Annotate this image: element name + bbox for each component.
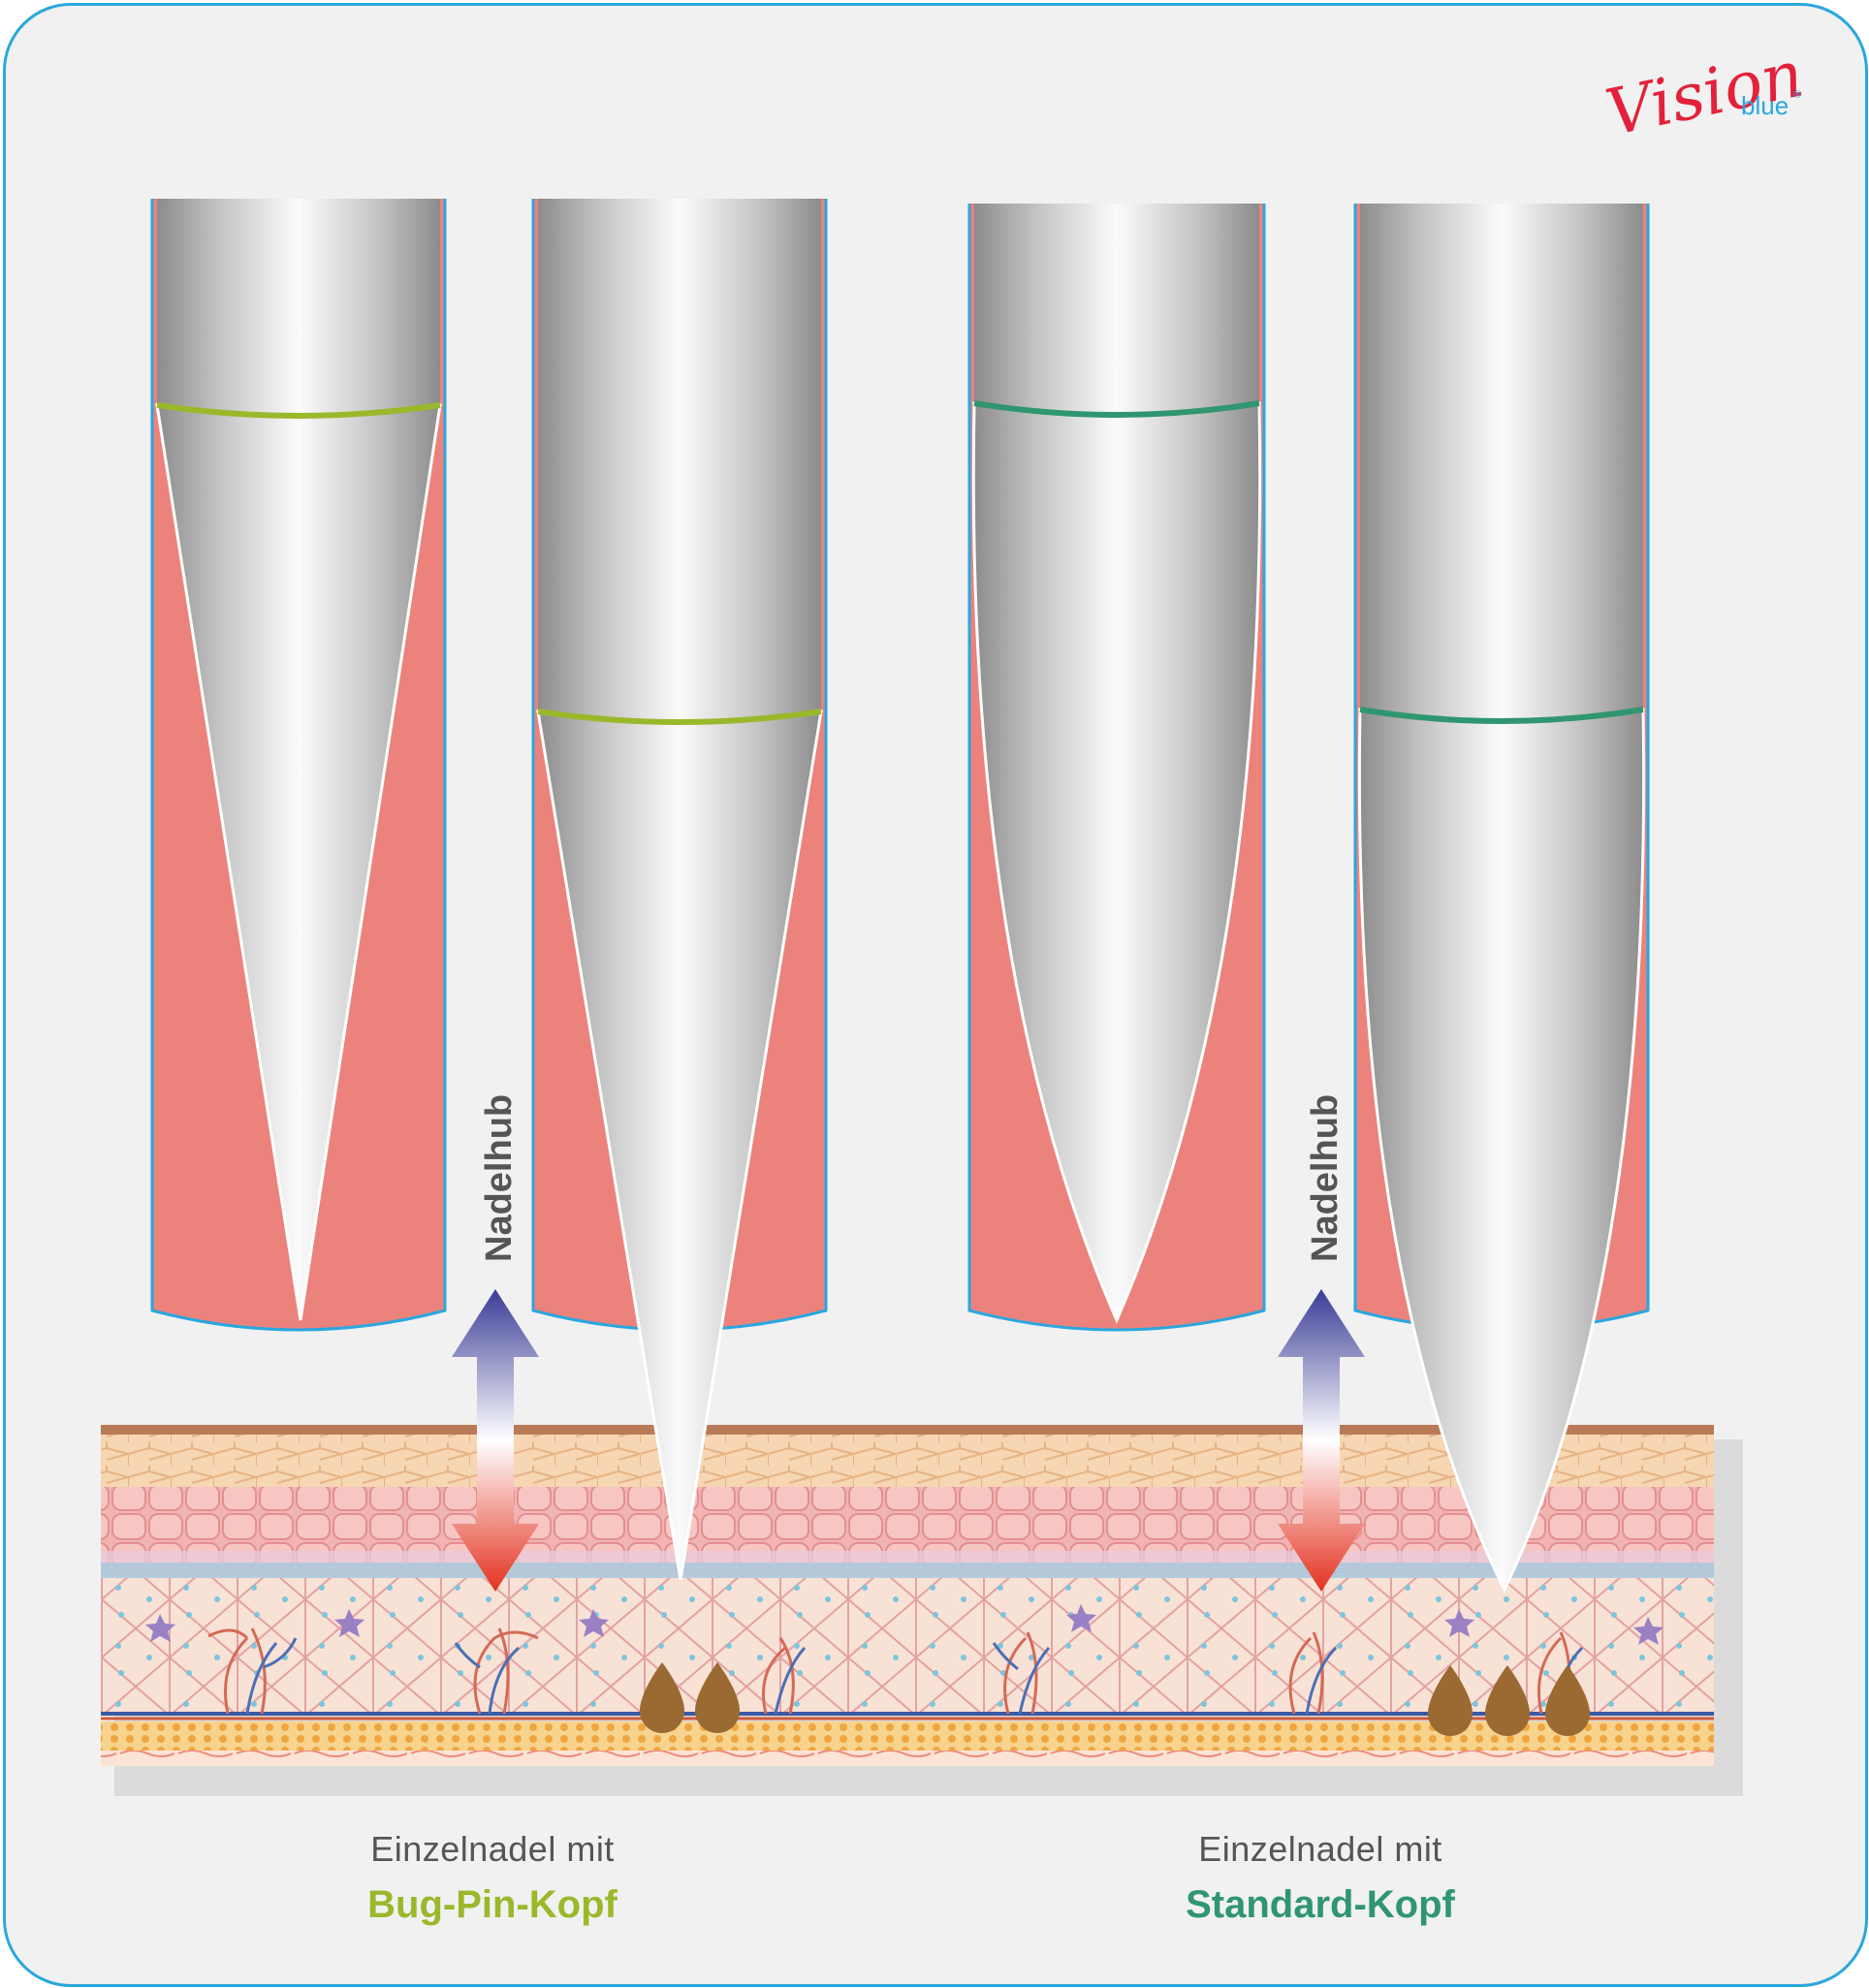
logo-sub: blue — [1741, 91, 1790, 120]
caption-title-standard: Standard-Kopf — [1186, 1883, 1455, 1926]
caption-bug-pin: Einzelnadel mit Bug-Pin-Kopf — [240, 1829, 744, 1927]
caption-standard: Einzelnadel mit Standard-Kopf — [1068, 1829, 1572, 1927]
stroke-label-left: Nadelhub — [479, 1094, 520, 1262]
needle-standard-retracted — [971, 204, 1262, 1324]
needle-standard-extended — [1357, 204, 1646, 1594]
caption-line: Einzelnadel mit — [1198, 1829, 1442, 1869]
double-arrow-icon — [452, 1289, 539, 1592]
pigment-drop-icon — [1545, 1665, 1590, 1736]
stroke-label-right: Nadelhub — [1305, 1094, 1346, 1262]
pigment-drop-icon — [1428, 1665, 1473, 1736]
pigment-drop-icon — [695, 1662, 740, 1733]
needle-bug-pin-retracted — [155, 199, 442, 1321]
skin-cross-section — [101, 1425, 1743, 1796]
logo-registered: ® — [1793, 89, 1802, 101]
caption-title-bug-pin: Bug-Pin-Kopf — [367, 1883, 618, 1926]
needle-bug-pin-extended — [536, 199, 823, 1581]
pigment-drop-icon — [640, 1662, 684, 1733]
pigment-drop-icon — [1485, 1665, 1530, 1736]
brand-logo: Vision blue ® — [1590, 37, 1813, 174]
double-arrow-icon — [1278, 1289, 1365, 1592]
caption-line: Einzelnadel mit — [370, 1829, 615, 1869]
